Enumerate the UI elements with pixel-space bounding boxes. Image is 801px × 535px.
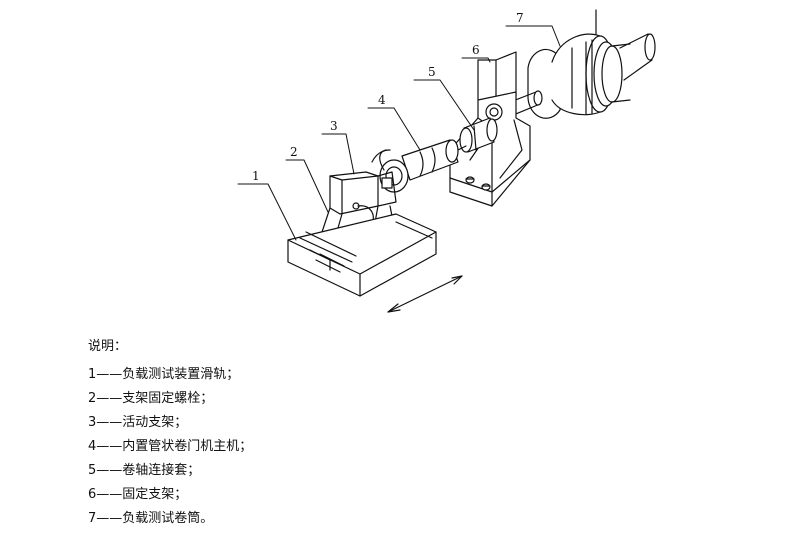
callout-7: 7 xyxy=(516,11,524,25)
legend-item: 1——负载测试装置滑轨； xyxy=(88,367,240,382)
legend-item: 7——负载测试卷筒。 xyxy=(88,511,214,526)
legend-item: 3——活动支架； xyxy=(88,415,188,430)
shaft-coupling xyxy=(459,117,498,153)
movement-arrow xyxy=(387,275,463,313)
test-setup-diagram: 1 2 3 4 5 6 7 xyxy=(237,9,656,313)
callout-2: 2 xyxy=(290,145,298,159)
callout-6: 6 xyxy=(472,43,480,57)
callout-labels: 1 2 3 4 5 6 7 xyxy=(252,11,524,183)
callout-4: 4 xyxy=(378,93,386,107)
callout-1: 1 xyxy=(252,169,260,183)
callout-leaders xyxy=(237,25,561,241)
callout-3: 3 xyxy=(330,119,338,133)
callout-5: 5 xyxy=(428,65,436,79)
legend-item: 4——内置管状卷门机主机； xyxy=(88,439,253,454)
legend-item: 6——固定支架； xyxy=(88,487,188,502)
legend-item: 5——卷轴连接套； xyxy=(88,463,201,478)
slide-rail xyxy=(287,213,437,297)
legend-item: 2——支架固定螺栓； xyxy=(88,391,214,406)
legend-title: 说明： xyxy=(88,339,128,354)
